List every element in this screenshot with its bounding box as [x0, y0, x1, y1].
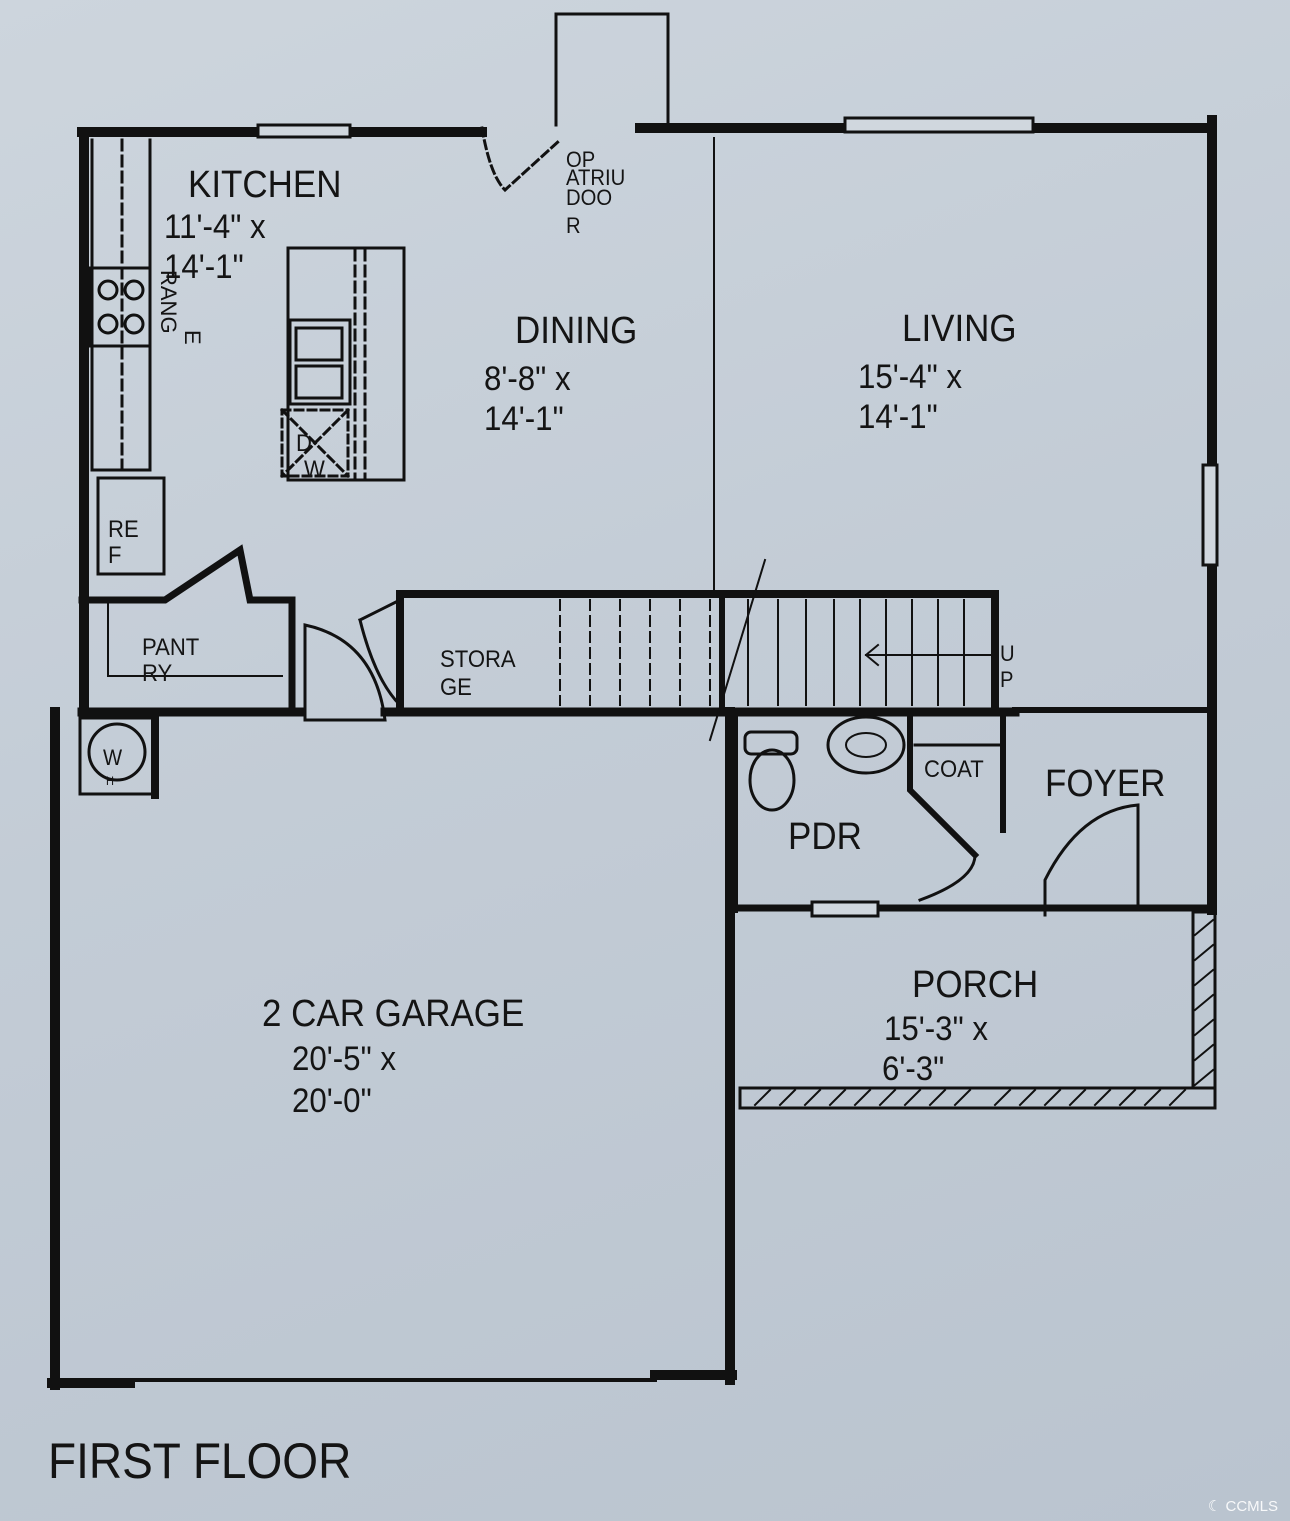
- porch-dim2: 6'-3": [882, 1050, 945, 1088]
- top-wall: [77, 123, 1217, 137]
- kitchen-island: [286, 246, 406, 482]
- storage-door: [357, 597, 403, 708]
- porch-rail-bottom: [738, 1086, 1217, 1110]
- kitchen-counters: [88, 138, 406, 576]
- living-dim2: 14'-1": [858, 398, 938, 436]
- logo-icon: ☾: [1207, 1498, 1226, 1515]
- patio-door-label-3: DOO: [566, 185, 613, 210]
- stairs-up-label-2: P: [1000, 667, 1014, 692]
- dishwasher: [280, 408, 350, 478]
- garage-label: 2 CAR GARAGE: [262, 993, 525, 1035]
- toilet: [748, 748, 796, 812]
- porch-rail-side: [1191, 910, 1217, 1090]
- patio-door-label-1: OP: [566, 147, 596, 172]
- stair-treads: [559, 558, 991, 742]
- range-label-2: E: [180, 330, 205, 345]
- dw-label-1: D: [296, 430, 312, 457]
- stairs-up-label-1: U: [1000, 641, 1015, 666]
- pantry-label-1: PANT: [142, 634, 200, 661]
- range-label-1: RANG: [156, 270, 181, 334]
- foyer-label: FOYER: [1045, 763, 1166, 805]
- storage-label-1: STORA: [440, 646, 516, 673]
- living-label: LIVING: [902, 308, 1017, 350]
- windows: [256, 116, 1219, 918]
- dw-label-2: W: [304, 456, 325, 483]
- dining-label: DINING: [515, 310, 638, 352]
- garage-dim1: 20'-5" x: [292, 1040, 397, 1078]
- kitchen-label: KITCHEN: [188, 164, 342, 206]
- stair-wall-top: [396, 590, 999, 712]
- garage-entry-door: [303, 623, 387, 722]
- dining-dim2: 14'-1": [484, 400, 564, 438]
- ref-label-1: RE: [108, 516, 139, 543]
- porch-dim1: 15'-3" x: [884, 1010, 989, 1048]
- pantry-label-2: RY: [142, 660, 173, 687]
- patio-door-label-2: ATRIU: [566, 165, 626, 190]
- refrigerator: [96, 476, 166, 576]
- patio-bump: [554, 12, 670, 127]
- watermark-logo: ☾ CCMLS: [1208, 1497, 1278, 1515]
- plan-title: FIRST FLOOR: [48, 1433, 352, 1489]
- storage-label-2: GE: [440, 674, 472, 701]
- sink: [826, 715, 906, 775]
- garage-dim2: 20'-0": [292, 1082, 372, 1120]
- wh-label-2: H: [106, 774, 114, 788]
- patio-door-label-4: R: [566, 213, 581, 238]
- pdr-walls: [732, 707, 1208, 913]
- porch-label: PORCH: [912, 964, 1039, 1006]
- wh-label-1: W: [103, 745, 123, 770]
- foyer-door: [1043, 803, 1140, 917]
- coat-closet-label: COAT: [924, 756, 984, 783]
- pantry-wall: [78, 544, 296, 716]
- ref-label-2: F: [108, 542, 122, 569]
- patio-door: [480, 126, 563, 193]
- water-heater: [87, 722, 147, 782]
- kitchen-dim1: 11'-4" x: [164, 208, 266, 246]
- living-dim1: 15'-4" x: [858, 358, 963, 396]
- watermark-text: CCMLS: [1225, 1498, 1278, 1515]
- kitchen-dim2: 14'-1": [164, 248, 244, 286]
- dining-dim1: 8'-8" x: [484, 360, 571, 398]
- pdr-label: PDR: [788, 816, 862, 858]
- garage-bottom-wall: [47, 1370, 737, 1388]
